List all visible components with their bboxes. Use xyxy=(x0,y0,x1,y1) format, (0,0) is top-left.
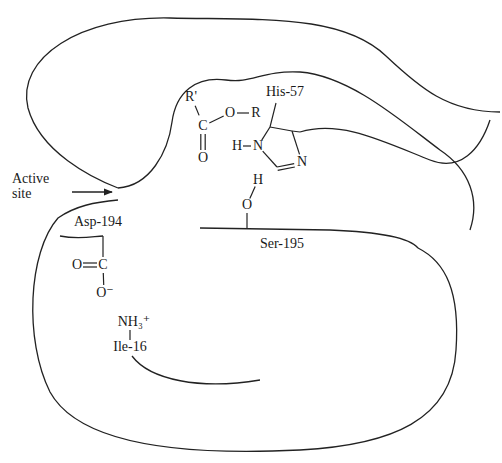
chemical-bond xyxy=(250,186,255,198)
residue-name: Asp-194 xyxy=(73,214,123,229)
chemical-bond xyxy=(263,151,277,167)
residue-name: His-57 xyxy=(265,84,305,99)
chemical-bond xyxy=(205,134,206,150)
atom-label: C xyxy=(197,118,208,133)
chemical-bond xyxy=(270,103,276,127)
chemical-bond xyxy=(209,116,223,123)
atom-label: H xyxy=(252,172,264,187)
atom-label: O xyxy=(224,105,236,120)
atom-label: NH₃⁺ xyxy=(117,314,152,329)
active-site-arrow xyxy=(72,191,112,192)
chemical-bond xyxy=(103,273,105,285)
backbone-chain xyxy=(200,228,418,248)
atom-label: H xyxy=(231,138,243,153)
residue-name: Ile-16 xyxy=(112,339,147,354)
enzyme-outline xyxy=(27,18,500,188)
atom-label: C xyxy=(97,257,108,272)
backbone-chain xyxy=(132,356,260,384)
atom-label: N xyxy=(252,138,264,153)
atom-label: O xyxy=(241,197,253,212)
chemical-bond xyxy=(292,131,300,154)
backbone-chain xyxy=(60,236,103,238)
enzyme-outline xyxy=(33,200,457,451)
chemical-bond xyxy=(292,131,300,132)
atom-label: N xyxy=(296,154,308,169)
chemical-bond xyxy=(277,164,294,167)
chemical-bond xyxy=(278,167,295,170)
chemical-bond xyxy=(83,266,97,267)
atom-label: O⁻ xyxy=(95,285,115,300)
chemical-bond xyxy=(129,330,130,340)
chemical-bond xyxy=(83,262,97,263)
substituent-label: R' xyxy=(184,89,198,104)
chemical-bond xyxy=(262,127,270,140)
atom-label: O xyxy=(197,150,209,165)
backbone-chain xyxy=(300,120,490,163)
chemical-bond xyxy=(237,112,249,113)
chemical-bond xyxy=(246,213,247,228)
atom-label: R xyxy=(250,105,261,120)
chemical-bond xyxy=(102,236,103,257)
residue-name: Ser-195 xyxy=(259,236,305,251)
cleft-outline xyxy=(118,72,474,230)
chemical-bond xyxy=(200,134,201,150)
chemical-bond xyxy=(195,106,199,116)
atom-label: O xyxy=(71,257,83,272)
pointer-label: Active site xyxy=(11,171,65,202)
chemical-bond xyxy=(243,145,251,146)
chemical-bond xyxy=(270,127,292,131)
